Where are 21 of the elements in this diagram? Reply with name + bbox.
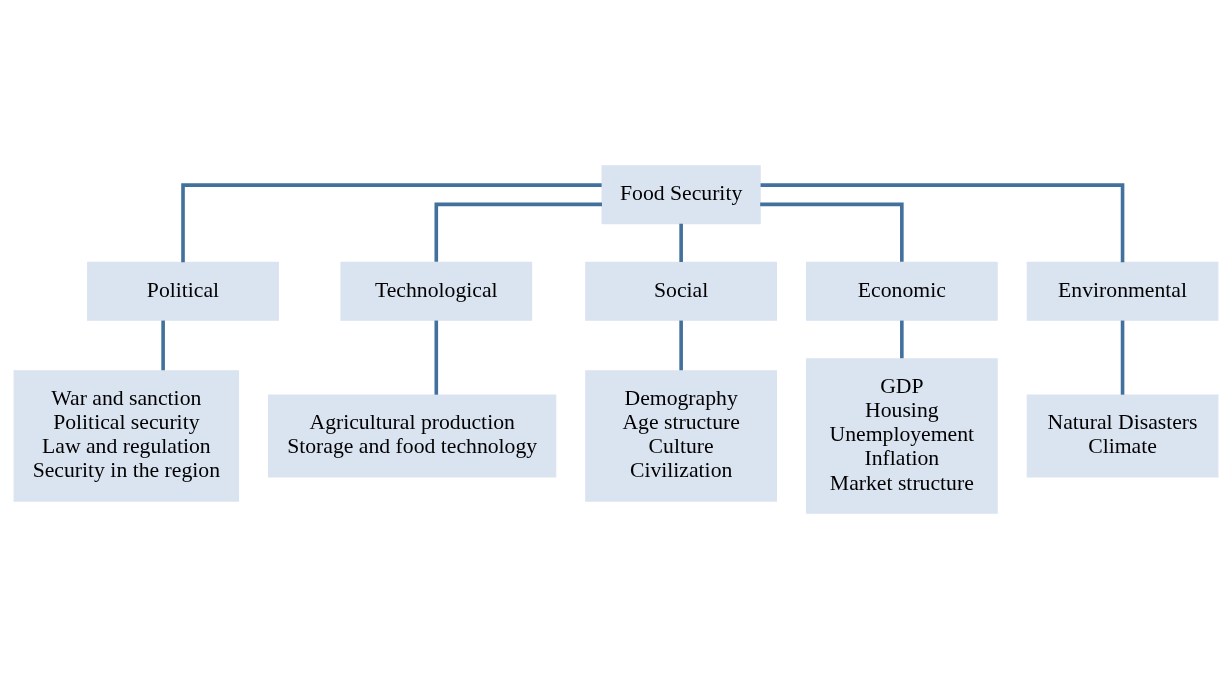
node-box: Agricultural production Storage and food technology xyxy=(268,393,557,478)
node-box: Environmental xyxy=(1026,261,1219,321)
connector xyxy=(161,320,165,370)
connector xyxy=(434,202,602,262)
node-box: Economic xyxy=(805,261,998,321)
connector xyxy=(760,182,1125,262)
connector xyxy=(434,320,439,395)
node-box: Natural Disasters Climate xyxy=(1026,393,1219,478)
node-box: GDP Housing Unemployement Inflation Market structure xyxy=(805,357,998,514)
node-box: War and sanction Political security Law and regulation Security in the region xyxy=(13,369,240,502)
connector xyxy=(679,320,683,370)
connector xyxy=(760,202,904,262)
node-box: Technological xyxy=(340,261,533,321)
connector xyxy=(1120,320,1125,395)
node-box: Political xyxy=(87,261,279,321)
connector xyxy=(679,223,683,262)
node-box: Food Security xyxy=(601,164,761,224)
connector xyxy=(181,182,602,262)
node-box: Demography Age structure Culture Civilization xyxy=(585,369,777,502)
node-box: Social xyxy=(585,261,777,321)
connector xyxy=(900,320,904,358)
